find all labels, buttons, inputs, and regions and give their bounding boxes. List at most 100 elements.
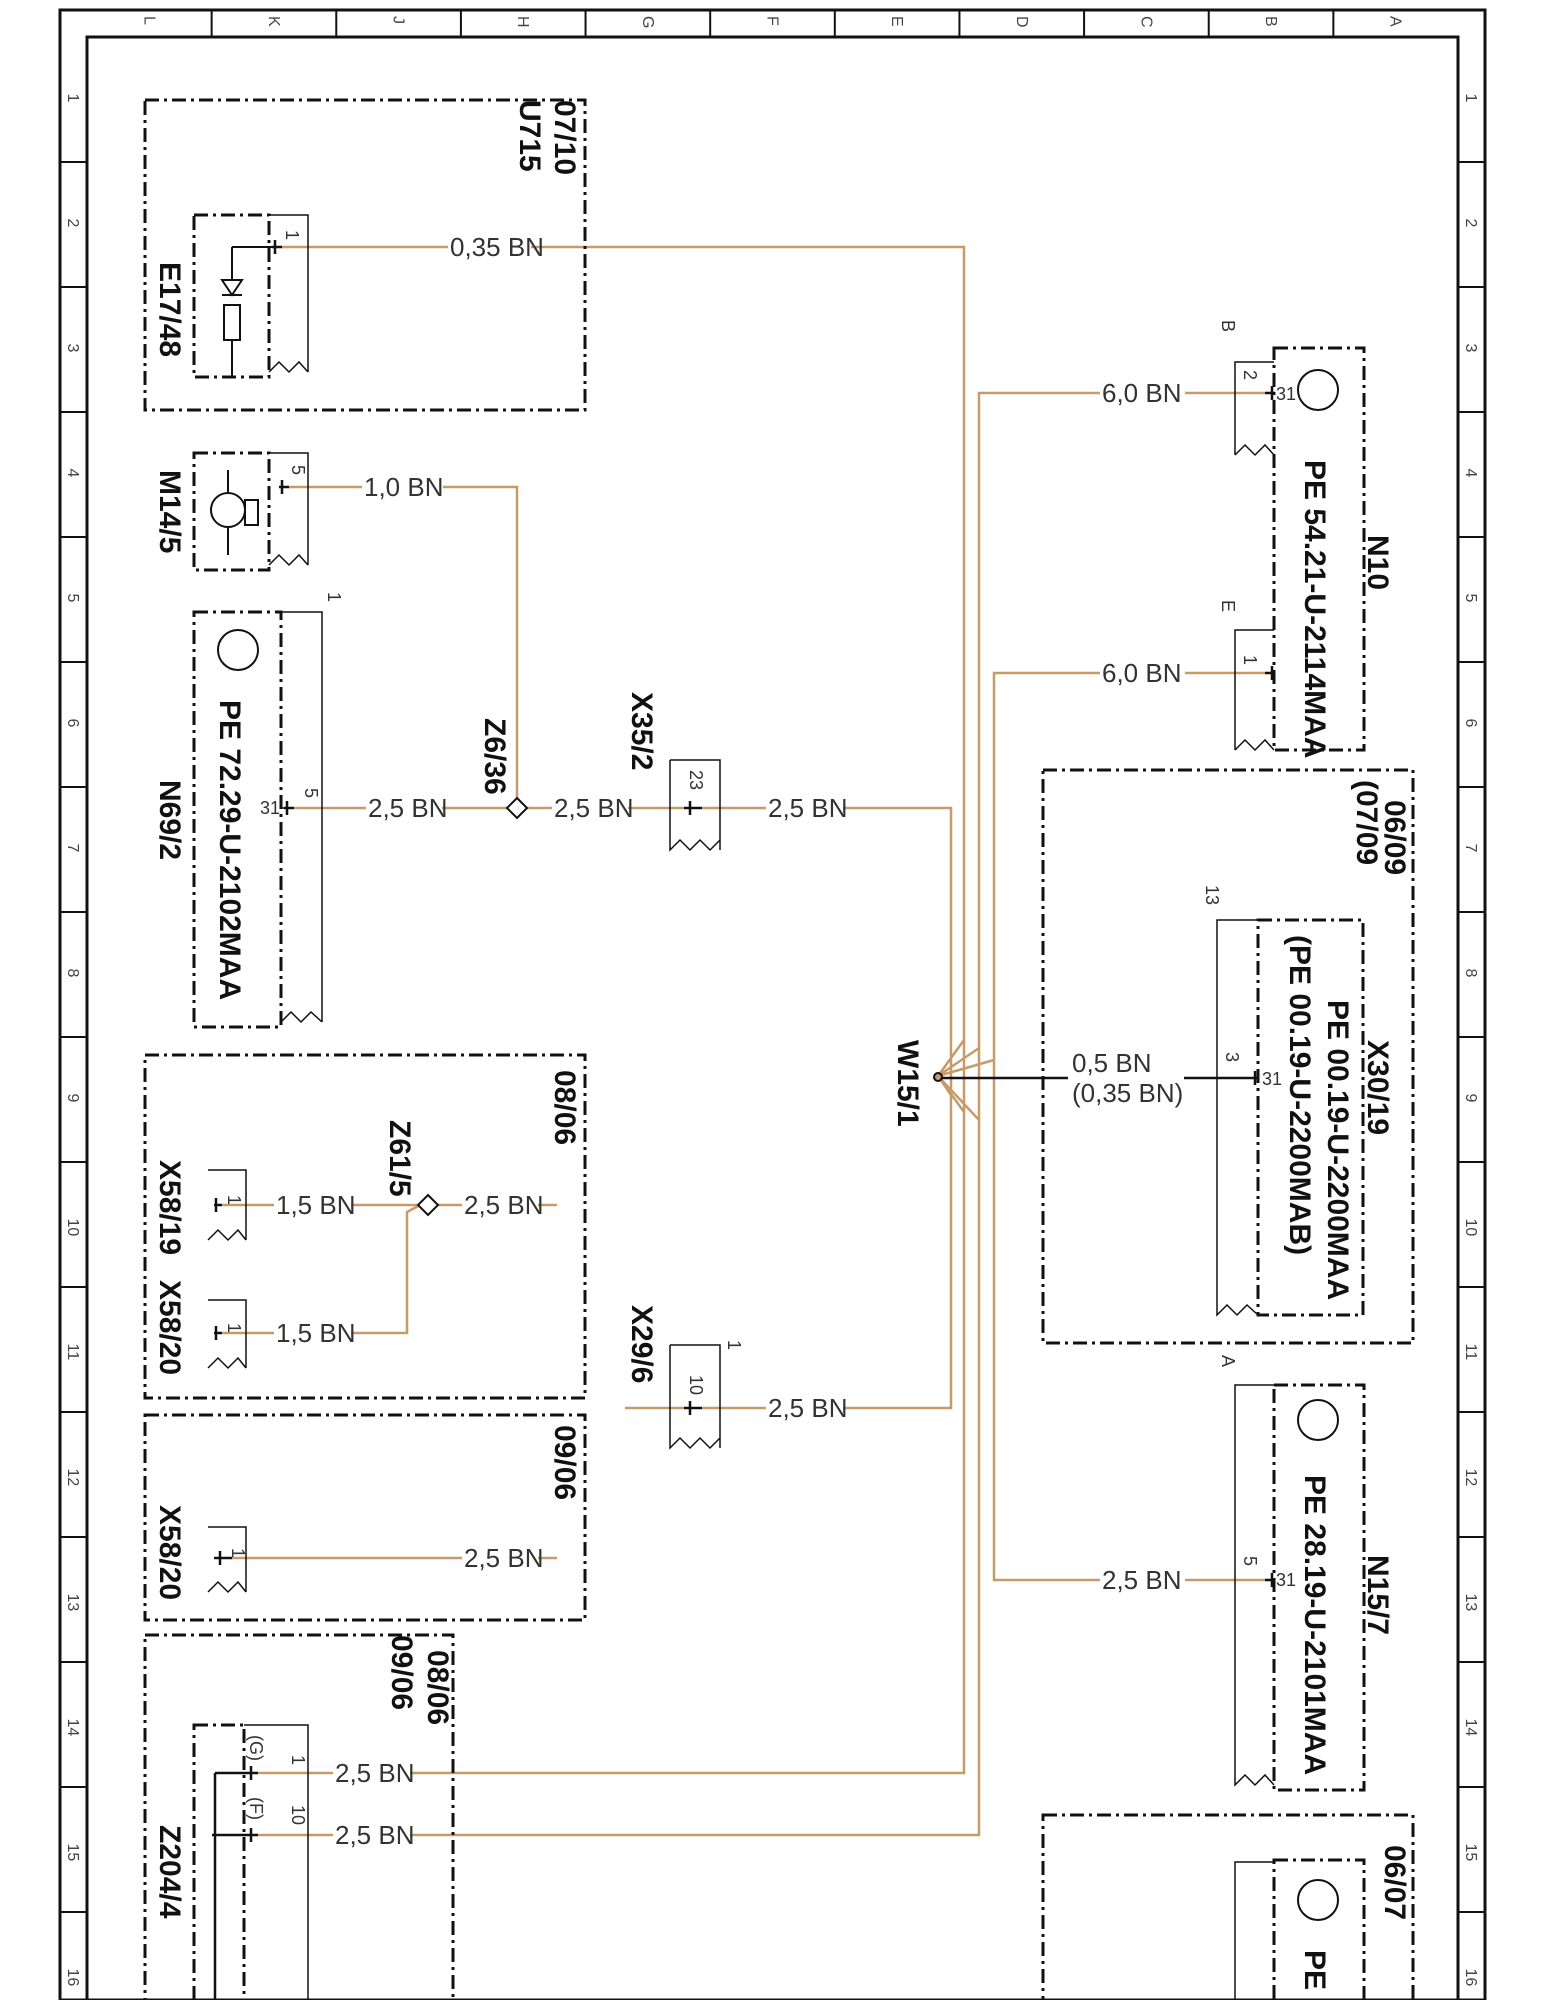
grid-col-label: J bbox=[390, 16, 407, 24]
label-x30-19: X30/19 bbox=[1361, 1040, 1394, 1135]
label-box-08-06: 08/06 bbox=[548, 1070, 581, 1145]
grid-row-label: 2 bbox=[1462, 219, 1479, 228]
pin-z204-10: 10 bbox=[288, 1805, 308, 1825]
outer-frame bbox=[58, 8, 1487, 2000]
pin-n10-b: B bbox=[1218, 320, 1238, 332]
label-u715: U715 bbox=[513, 100, 546, 172]
splices bbox=[416, 796, 943, 1217]
wire-z204-2 bbox=[258, 1076, 981, 1837]
pin-x35-23: 23 bbox=[686, 770, 706, 790]
terminal-e17 bbox=[272, 240, 282, 254]
box-09-06 bbox=[143, 1413, 587, 1622]
x58-20b-connector bbox=[207, 1526, 247, 1594]
wire-x35-2 bbox=[702, 806, 953, 1076]
box-08-06 bbox=[143, 1053, 587, 1400]
m14-5-motor-icon bbox=[210, 492, 246, 528]
bottom-transistor-icon bbox=[1297, 1879, 1339, 1921]
grid-row-label: 15 bbox=[64, 1844, 81, 1862]
pin-x58-20a-1: 1 bbox=[224, 1323, 244, 1333]
x30-19-connector bbox=[1216, 919, 1259, 1317]
pin-z204-f: (F) bbox=[246, 1797, 266, 1820]
label-x30-19-pe1: PE 00.19-U-2200MAA bbox=[1321, 1000, 1354, 1300]
label-n10: N10 bbox=[1361, 535, 1394, 590]
pin-n15-a: A bbox=[1218, 1355, 1238, 1367]
grid-row-label: 12 bbox=[64, 1469, 81, 1487]
label-u715-range: 07/10 bbox=[548, 100, 581, 175]
e17-48-connector bbox=[268, 214, 309, 374]
e17-48-resistor-icon bbox=[223, 246, 272, 377]
grid-col-label: K bbox=[265, 16, 282, 27]
wire-x29-6 bbox=[625, 1076, 953, 1410]
wire-label-x30-b: (0,35 BN) bbox=[1072, 1078, 1183, 1108]
x35-2-connector bbox=[669, 759, 721, 852]
terminal-x58-20a bbox=[214, 1326, 222, 1340]
label-x35-2: X35/2 bbox=[625, 692, 658, 770]
label-x58-20b: X58/20 bbox=[153, 1505, 186, 1600]
n69-2-box bbox=[192, 610, 283, 1029]
grid-row-label: 9 bbox=[64, 1094, 81, 1103]
wire-label-z204-1: 2,5 BN bbox=[335, 1758, 415, 1788]
grid-row-label: 3 bbox=[1462, 344, 1479, 353]
label-bottom-range: 06/07 bbox=[1378, 1845, 1411, 1920]
pin-n10-1: 1 bbox=[1240, 655, 1260, 665]
wire-label-n15: 2,5 BN bbox=[1102, 1565, 1182, 1595]
pin-x30-31: 31 bbox=[1262, 1069, 1282, 1089]
pin-m14-5: 5 bbox=[288, 465, 308, 475]
x29-6-connector bbox=[669, 1344, 721, 1450]
wire-label-x30-a: 0,5 BN bbox=[1072, 1048, 1152, 1078]
n10-transistor-icon bbox=[1297, 369, 1339, 411]
label-x29-6: X29/6 bbox=[625, 1305, 658, 1383]
label-z61-5: Z61/5 bbox=[383, 1120, 416, 1197]
wire-label-e17: 0,35 BN bbox=[450, 232, 544, 262]
m14-5-box bbox=[192, 451, 271, 572]
pin-x29-10: 10 bbox=[686, 1375, 706, 1395]
terminal-n69 bbox=[284, 801, 294, 815]
wire-label-n10-b: 6,0 BN bbox=[1102, 378, 1182, 408]
splice-w15-1-icon bbox=[933, 1072, 943, 1082]
pin-n10-e: E bbox=[1218, 600, 1238, 612]
label-z204-4: Z204/4 bbox=[153, 1825, 186, 1919]
wire-label-m14: 1,0 BN bbox=[364, 472, 444, 502]
terminal-z204-1 bbox=[248, 1766, 258, 1780]
label-z204-09-06: 09/06 bbox=[385, 1635, 418, 1710]
pin-x29-1: 1 bbox=[724, 1340, 744, 1350]
bottom-box bbox=[1041, 1813, 1415, 2000]
grid-row-label: 3 bbox=[64, 344, 81, 353]
grid-row-label: 12 bbox=[1462, 1469, 1479, 1487]
pin-n69-31: 31 bbox=[260, 798, 280, 818]
terminal-m14 bbox=[279, 480, 289, 494]
e17-48-lamp-icon bbox=[220, 279, 244, 297]
pin-n69-1: 1 bbox=[324, 592, 344, 602]
grid-row-label: 10 bbox=[64, 1219, 81, 1237]
grid-row-label: 7 bbox=[1462, 844, 1479, 853]
wire-e17-48 bbox=[282, 245, 966, 1076]
z204-4-connector bbox=[244, 1724, 309, 2000]
grid-col-label: A bbox=[1387, 16, 1404, 27]
grid-row-label: 13 bbox=[64, 1594, 81, 1612]
pin-x58-19-1: 1 bbox=[224, 1195, 244, 1205]
grid-row-label: 9 bbox=[1462, 1094, 1479, 1103]
wire-z204-1 bbox=[258, 1076, 966, 1775]
grid-col-label: L bbox=[140, 16, 157, 25]
grid-col-label: D bbox=[1013, 16, 1030, 28]
wire-label-n69: 2,5 BN bbox=[368, 793, 448, 823]
label-x30-19-r2: (07/09 bbox=[1350, 780, 1383, 865]
terminal-n15 bbox=[1265, 1573, 1275, 1587]
n15-7-connector bbox=[1234, 1384, 1275, 1787]
label-e17-48: E17/48 bbox=[153, 262, 186, 357]
x58-19-connector bbox=[207, 1169, 247, 1242]
wire-label-z204-2: 2,5 BN bbox=[335, 1820, 415, 1850]
wire-n10-e bbox=[992, 671, 1265, 1076]
grid-row-label: 8 bbox=[64, 969, 81, 978]
wire-label-x35: 2,5 BN bbox=[768, 793, 848, 823]
wire-n15-7 bbox=[992, 1076, 1265, 1582]
grid-lines bbox=[60, 10, 1485, 1913]
wire-label-x58-20b: 2,5 BN bbox=[464, 1543, 544, 1573]
wire-m14-5 bbox=[289, 485, 519, 800]
grid-col-label: H bbox=[514, 16, 531, 28]
pin-n69-5: 5 bbox=[301, 788, 321, 798]
grid-col-label: F bbox=[764, 16, 781, 26]
pin-n10-31: 31 bbox=[1276, 384, 1296, 404]
